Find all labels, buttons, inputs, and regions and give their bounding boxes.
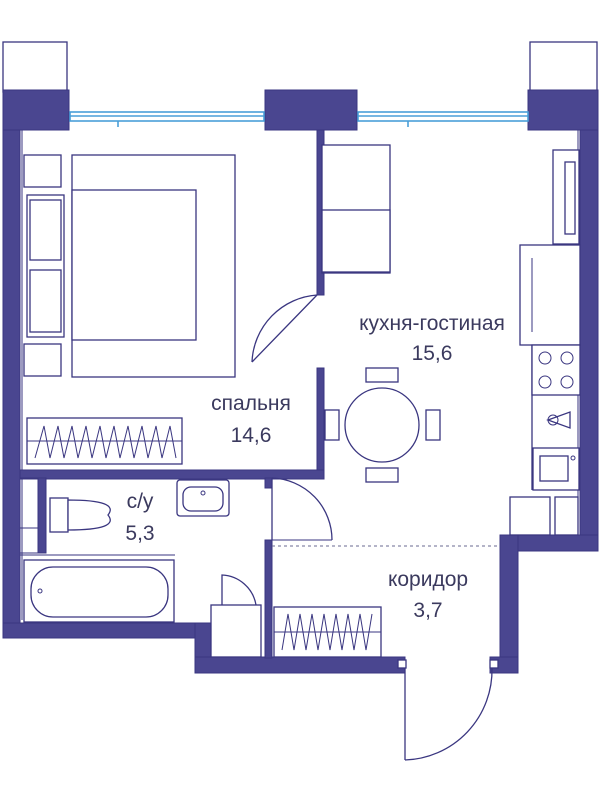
corridor-cabinets: [509, 496, 579, 536]
label-bedroom: спальня 14,6: [211, 392, 291, 447]
sofa: [321, 144, 391, 274]
washbasin: [176, 479, 230, 517]
bathroom-area: 5,3: [125, 522, 154, 545]
bedroom-area: 14,6: [231, 424, 272, 447]
label-bathroom: с/у 5,3: [125, 490, 154, 545]
corridor-name: коридор: [388, 568, 468, 591]
window-left: [69, 111, 265, 127]
nightstands: [23, 154, 62, 377]
door-bathroom: [271, 477, 333, 541]
wardrobe-bedroom: [26, 417, 183, 465]
wardrobe-corridor: [273, 606, 382, 658]
dining-table: [324, 367, 441, 483]
label-kitchen-living: кухня-гостиная 15,6: [359, 312, 505, 365]
bathtub: [23, 559, 175, 623]
kitchen-counter: [519, 149, 581, 490]
cooktop: [531, 344, 581, 396]
kitchen-appliance: [532, 447, 580, 491]
interior-walls: [19, 129, 325, 659]
washing-machine: [210, 574, 262, 658]
kitchen-living-area: 15,6: [412, 342, 453, 365]
bathroom-name: с/у: [127, 490, 154, 513]
kitchen-living-name: кухня-гостиная: [359, 312, 505, 335]
kitchen-sink: [546, 411, 571, 429]
window-right: [357, 111, 529, 127]
balcony-outline: [2, 41, 598, 93]
corridor-area: 3,7: [413, 599, 442, 622]
bedroom-name: спальня: [211, 392, 291, 415]
toilet: [49, 497, 111, 533]
bed: [26, 154, 236, 378]
door-bedroom: [251, 294, 318, 363]
door-entrance: [397, 659, 499, 761]
label-corridor: коридор 3,7: [388, 568, 468, 622]
